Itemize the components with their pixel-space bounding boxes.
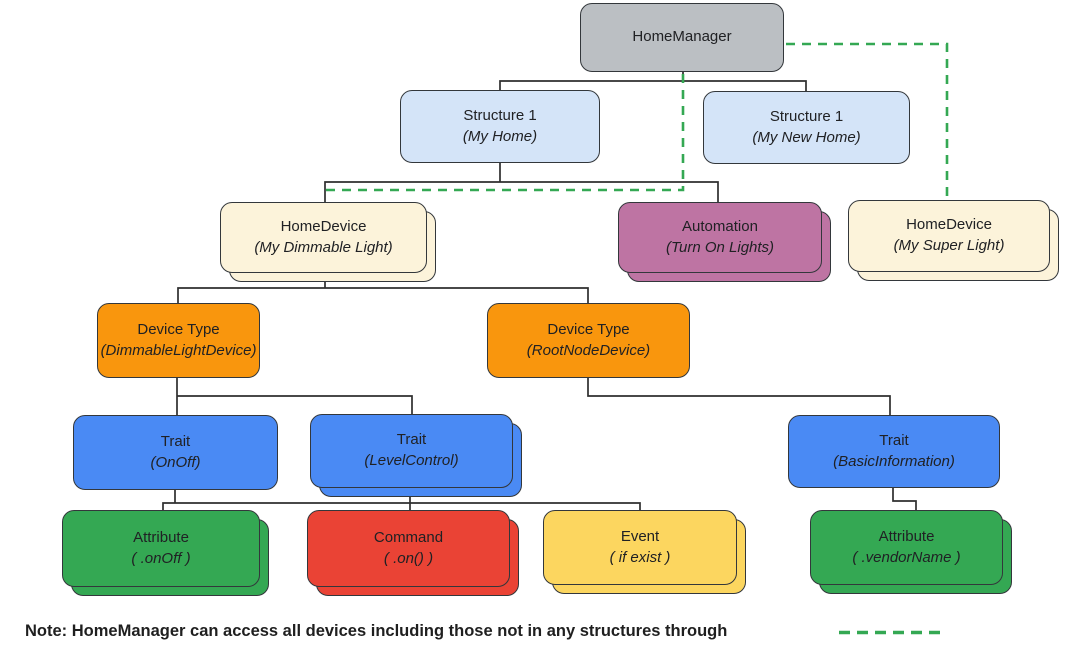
node-sublabel: (OnOff): [150, 453, 201, 471]
node-label: Structure 1: [769, 107, 844, 125]
node-sublabel: (My Home): [462, 127, 538, 145]
node-sublabel: (RootNodeDevice): [526, 341, 651, 359]
node-device-type-rootnode: Device Type (RootNodeDevice): [487, 303, 690, 378]
node-sublabel: ( if exist ): [609, 548, 671, 566]
node-automation-turn-on-lights: Automation (Turn On Lights): [618, 202, 831, 282]
node-label: HomeManager: [632, 28, 732, 46]
note-text: Note: HomeManager can access all devices…: [25, 622, 728, 640]
connector-basicinfo-attribute: [892, 488, 917, 511]
connector-rootnode-trait: [587, 378, 891, 416]
node-label: HomeDevice: [280, 217, 367, 235]
node-device-type-dimmable: Device Type (DimmableLightDevice): [97, 303, 260, 378]
node-label: Event: [620, 527, 660, 545]
node-home-manager: HomeManager: [580, 3, 784, 72]
node-label: Automation: [682, 217, 758, 235]
node-trait-basicinformation: Trait (BasicInformation): [788, 415, 1000, 488]
node-label: HomeDevice: [906, 216, 992, 234]
node-label: Attribute: [133, 528, 189, 546]
connector-structure-children: [324, 163, 719, 203]
node-sublabel: (Turn On Lights): [665, 238, 775, 256]
node-sublabel: (My New Home): [752, 128, 861, 146]
node-label: Trait: [396, 431, 427, 449]
node-sublabel: (BasicInformation): [833, 452, 955, 470]
dashed-link-homemanager-dimmable: [325, 74, 685, 192]
node-home-device-dimmable: HomeDevice (My Dimmable Light): [220, 202, 436, 282]
node-home-device-super-light: HomeDevice (My Super Light): [848, 200, 1059, 281]
node-label: Structure 1: [463, 106, 537, 124]
node-label: Device Type: [547, 320, 630, 338]
node-label: Device Type: [137, 320, 220, 338]
node-sublabel: (My Dimmable Light): [254, 238, 393, 256]
node-sublabel: (DimmableLightDevice): [100, 341, 257, 359]
node-label: Trait: [160, 432, 191, 450]
node-trait-levelcontrol: Trait (LevelControl): [310, 414, 522, 497]
node-attribute-onoff: Attribute ( .onOff ): [62, 510, 269, 596]
node-label: Attribute: [878, 527, 935, 545]
node-sublabel: ( .vendorName ): [852, 548, 961, 566]
legend-dashed-line: [839, 630, 945, 635]
node-sublabel: (My Super Light): [893, 237, 1005, 254]
connector-dimmable-traits: [176, 378, 413, 416]
node-label: Trait: [879, 431, 909, 449]
node-command-on: Command ( .on() ): [307, 510, 519, 596]
node-label: Command: [373, 528, 444, 546]
node-event-if-exist: Event ( if exist ): [543, 510, 746, 594]
node-sublabel: ( .on() ): [383, 549, 434, 567]
node-structure-my-home: Structure 1 (My Home): [400, 90, 600, 163]
dashed-link-homemanager-superlight: [786, 42, 949, 199]
connector-homemanager-structures: [499, 72, 807, 92]
node-sublabel: (LevelControl): [364, 452, 459, 469]
node-sublabel: ( .onOff ): [131, 549, 191, 567]
node-attribute-vendorname: Attribute ( .vendorName ): [810, 510, 1012, 594]
node-trait-onoff: Trait (OnOff): [73, 415, 278, 490]
node-structure-my-new-home: Structure 1 (My New Home): [703, 91, 910, 164]
